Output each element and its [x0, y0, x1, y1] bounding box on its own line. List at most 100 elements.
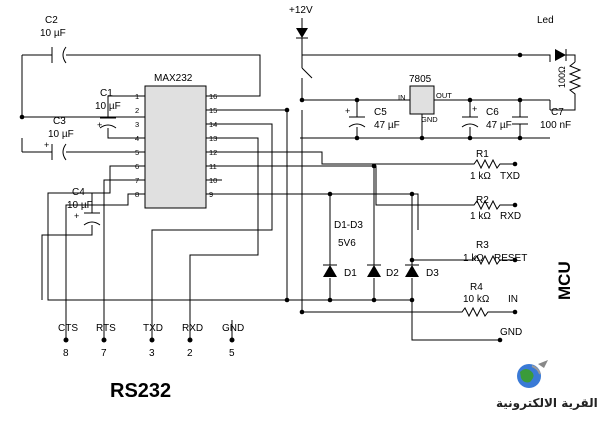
svg-text:2: 2	[187, 348, 193, 359]
d1-label: D1	[344, 268, 357, 279]
svg-text:GND: GND	[222, 323, 244, 334]
svg-text:15: 15	[209, 106, 217, 115]
capacitor-c1: +	[97, 117, 117, 130]
r4-signal: IN	[508, 294, 518, 305]
logo-globe-icon	[517, 360, 548, 388]
svg-text:2: 2	[135, 106, 139, 115]
svg-text:9: 9	[209, 190, 213, 199]
svg-text:CTS: CTS	[58, 323, 78, 334]
diode-d2	[367, 264, 381, 277]
svg-text:8: 8	[135, 190, 139, 199]
diode-group-label: D1-D3	[334, 220, 363, 231]
regulator-gnd-label: GND	[421, 115, 438, 124]
r1-signal: TXD	[500, 171, 520, 182]
rs232-title: RS232	[110, 380, 171, 402]
r2-name: R2	[476, 195, 489, 206]
regulator-7805	[409, 85, 435, 115]
r3-name: R3	[476, 240, 489, 251]
logo-text: القرية الالكترونية	[496, 396, 598, 411]
mcu-label: MCU	[555, 261, 574, 300]
svg-text:7: 7	[135, 176, 139, 185]
svg-text:6: 6	[135, 162, 139, 171]
input-diode	[296, 28, 308, 39]
led-label: Led	[537, 15, 554, 26]
c2-value: 10 µF	[40, 28, 66, 39]
power-switch	[301, 67, 313, 79]
r4-name: R4	[470, 282, 483, 293]
svg-text:1: 1	[135, 92, 139, 101]
connector-labels: CTS RTS TXD RXD GND 8 7 3 2 5	[58, 323, 244, 359]
diode-d3	[405, 264, 419, 277]
c3-name: C3	[53, 116, 66, 127]
regulator-name: 7805	[409, 74, 432, 85]
c1-value: 10 µF	[95, 101, 121, 112]
c7-name: C7	[551, 107, 564, 118]
led-resistor	[550, 61, 582, 111]
capacitor-c3: +	[44, 140, 67, 161]
resistor-r4	[458, 306, 518, 318]
svg-text:4: 4	[135, 134, 139, 143]
svg-text:14: 14	[209, 120, 217, 129]
c3-value: 10 µF	[48, 129, 74, 140]
svg-text:RTS: RTS	[96, 323, 116, 334]
r3-signal: RESET	[494, 253, 527, 264]
r2-signal: RXD	[500, 211, 521, 222]
svg-text:12: 12	[209, 148, 217, 157]
c4-name: C4	[72, 187, 85, 198]
r2-value: 1 kΩ	[470, 211, 491, 222]
svg-text:8: 8	[63, 348, 69, 359]
r1-value: 1 kΩ	[470, 171, 491, 182]
svg-text:TXD: TXD	[143, 323, 163, 334]
d3-label: D3	[426, 268, 439, 279]
capacitor-c4: +	[74, 211, 101, 226]
svg-text:+: +	[472, 104, 477, 114]
capacitor-c5: +	[345, 106, 366, 128]
capacitor-c7	[512, 116, 528, 125]
svg-text:+: +	[74, 211, 79, 221]
regulator-out-label: OUT	[436, 91, 452, 100]
svg-text:13: 13	[209, 134, 217, 143]
resistor-r1	[470, 158, 518, 170]
svg-text:+: +	[345, 106, 350, 116]
svg-text:+: +	[44, 140, 49, 150]
connector-terminals	[63, 337, 235, 343]
svg-text:10: 10	[209, 176, 217, 185]
max232-label: MAX232	[154, 73, 193, 84]
c4-value: 10 µF	[67, 200, 93, 211]
c6-value: 47 µF	[486, 120, 512, 131]
junctions	[19, 52, 523, 315]
capacitor-c6: +	[461, 104, 479, 128]
svg-text:7: 7	[101, 348, 107, 359]
r3-value: 1 kΩ	[463, 253, 484, 264]
svg-text:3: 3	[135, 120, 139, 129]
regulator-in-label: IN	[398, 93, 406, 102]
d2-label: D2	[386, 268, 399, 279]
r1-name: R1	[476, 149, 489, 160]
capacitor-c2	[51, 46, 67, 64]
mcu-gnd-terminal	[497, 337, 503, 343]
ic-pin-numbers-right: 16 15 14 13 12 11 10 9	[209, 92, 217, 199]
max232-chip	[144, 85, 207, 209]
supply-label: +12V	[289, 5, 313, 16]
r4-value: 10 kΩ	[463, 294, 490, 305]
svg-text:11: 11	[209, 162, 217, 171]
c5-name: C5	[374, 107, 387, 118]
c7-value: 100 nF	[540, 120, 571, 131]
mcu-gnd-label: GND	[500, 327, 522, 338]
diode-d1	[323, 264, 337, 277]
svg-text:5: 5	[229, 348, 235, 359]
svg-text:5: 5	[135, 148, 139, 157]
c2-name: C2	[45, 15, 58, 26]
c1-name: C1	[100, 88, 113, 99]
resistor-r2	[470, 199, 518, 211]
svg-text:RXD: RXD	[182, 323, 203, 334]
led-symbol	[555, 49, 576, 62]
svg-text:3: 3	[149, 348, 155, 359]
svg-text:16: 16	[209, 92, 217, 101]
led-resistor-value: 100Ω	[557, 66, 567, 88]
resistor-r3	[470, 254, 518, 266]
svg-text:+: +	[97, 120, 102, 130]
ic-pin-numbers-left: 1 2 3 4 5 6 7 8	[135, 92, 139, 199]
c6-name: C6	[486, 107, 499, 118]
